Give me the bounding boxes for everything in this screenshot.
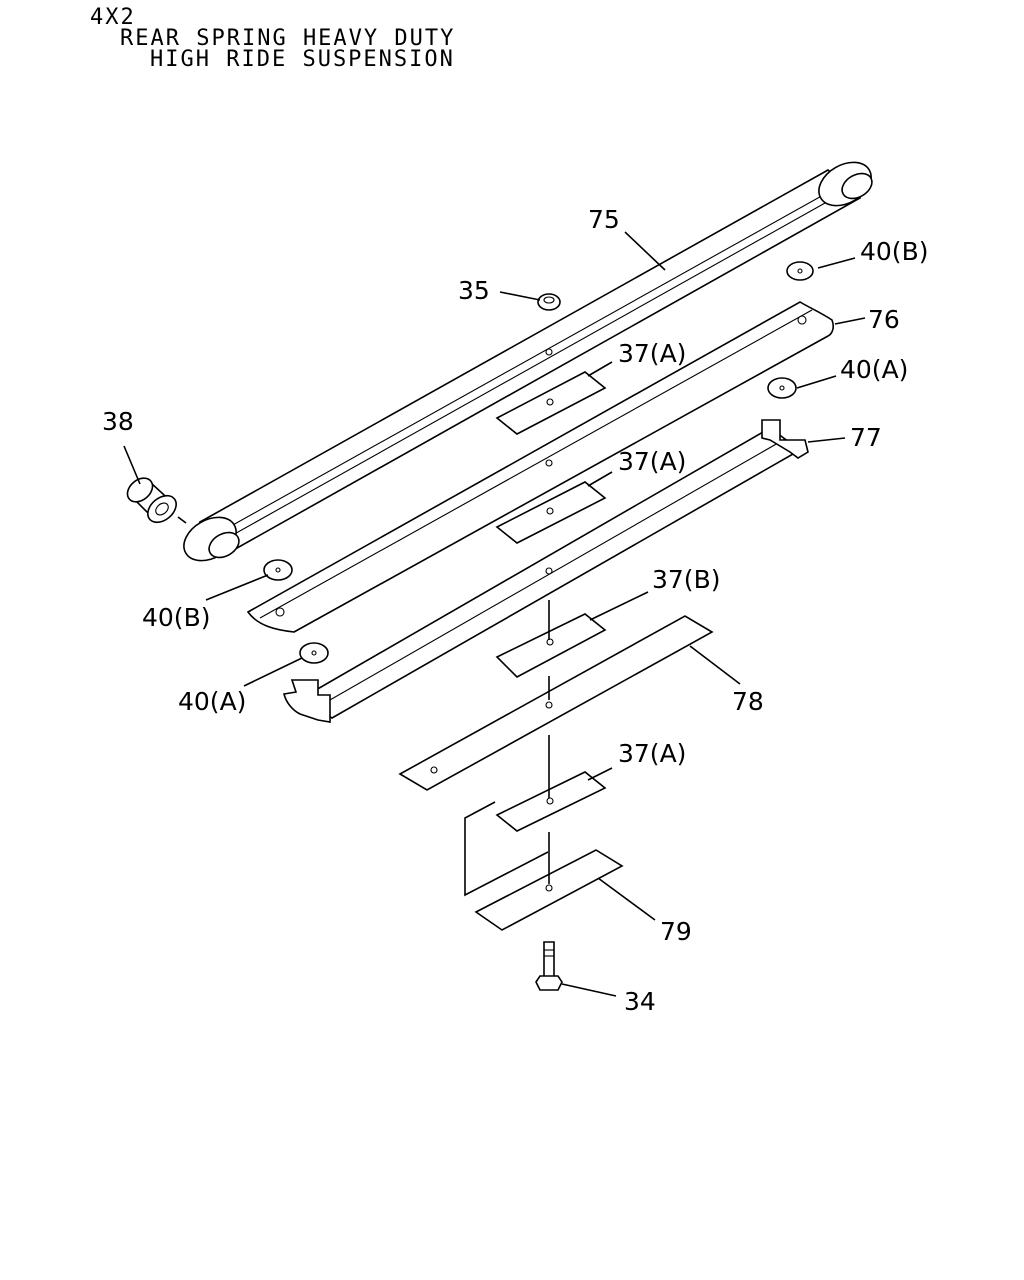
- washer-40b-top: [786, 261, 814, 281]
- callout-37a-middle: 37(A): [618, 447, 686, 476]
- callout-79: 79: [660, 917, 692, 946]
- header-line-1: 4X2: [90, 5, 136, 30]
- leaf-78: [398, 615, 714, 791]
- callout-38: 38: [102, 407, 134, 436]
- callout-40a-top: 40(A): [840, 355, 908, 384]
- assembly-bracket-line: [464, 801, 549, 897]
- callout-35: 35: [458, 276, 490, 305]
- callout-37b: 37(B): [652, 565, 720, 594]
- callout-76: 76: [868, 305, 900, 334]
- callout-37a-lower: 37(A): [618, 739, 686, 768]
- center-bolt-34: [535, 941, 563, 991]
- spacer-37b: [495, 613, 607, 678]
- callout-77: 77: [850, 423, 882, 452]
- spacer-37a-upper: [495, 371, 607, 435]
- callout-75: 75: [588, 205, 620, 234]
- header-line-2: REAR SPRING HEAVY DUTY: [120, 26, 455, 51]
- header-line-3: HIGH RIDE SUSPENSION: [150, 47, 455, 72]
- leaf-76: [246, 301, 835, 633]
- bushing-38: [126, 477, 187, 524]
- callout-40b-top: 40(B): [860, 237, 928, 266]
- spacer-37a-upper-hole: [546, 398, 554, 406]
- nut-35: [537, 293, 561, 311]
- callout-40b-left: 40(B): [142, 603, 210, 632]
- spacer-37a-lower: [495, 771, 607, 832]
- callout-78: 78: [732, 687, 764, 716]
- washer-40b-left: [263, 559, 293, 581]
- washer-40a-top: [767, 377, 797, 399]
- callout-37a-upper: 37(A): [618, 339, 686, 368]
- main-leaf-75: [183, 161, 873, 562]
- leader-lines: [123, 231, 866, 997]
- leaf-77: [283, 419, 809, 723]
- washer-40a-left: [299, 642, 329, 664]
- leaf-79: [474, 849, 624, 931]
- callout-40a-left: 40(A): [178, 687, 246, 716]
- spacer-37a-middle: [495, 481, 607, 544]
- callout-34: 34: [624, 987, 656, 1016]
